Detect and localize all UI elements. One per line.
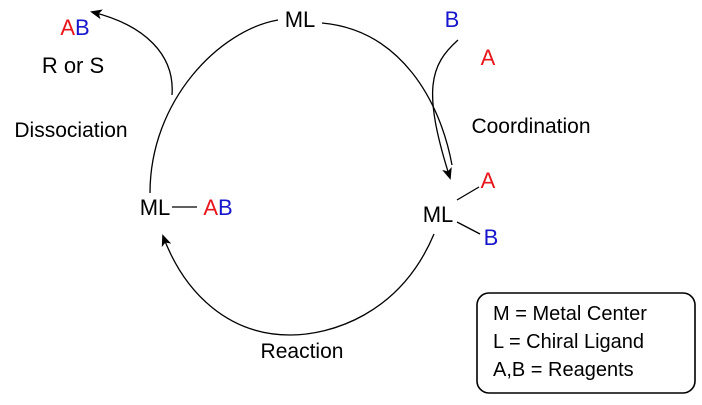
- catalyst-label-bound: ML: [140, 195, 171, 220]
- legend-line-metal: M = Metal Center: [493, 303, 647, 325]
- step-label-coordination: Coordination: [471, 115, 590, 138]
- reagent-a-label: A: [481, 45, 496, 70]
- bond-ml-a: [456, 186, 480, 201]
- bond-ml-b: [456, 221, 481, 235]
- cycle-arc-top-right: [321, 22, 453, 166]
- step-label-reaction: Reaction: [261, 340, 344, 363]
- complex-reagent-b: B: [484, 225, 499, 250]
- bound-product-b: B: [218, 195, 233, 220]
- bound-product-a: A: [203, 195, 218, 220]
- product-label: AB: [60, 15, 89, 40]
- legend-line-reagents: A,B = Reagents: [493, 359, 634, 381]
- legend-box: M = Metal Center L = Chiral Ligand A,B =…: [476, 292, 696, 394]
- complex-reagent-a: A: [481, 168, 496, 193]
- cycle-arc-dissociation: [149, 19, 279, 194]
- cycle-arc-reaction: [161, 233, 435, 336]
- catalyst-label-top: ML: [285, 7, 316, 32]
- catalyst-label-coordinated: ML: [423, 202, 454, 227]
- bound-product-label: AB: [203, 195, 232, 220]
- reagent-b-label: B: [445, 7, 460, 32]
- product-a: A: [60, 15, 75, 40]
- step-label-dissociation: Dissociation: [14, 119, 127, 142]
- product-b: B: [75, 15, 90, 40]
- coordination-arrow: [432, 39, 459, 180]
- dissociation-arrow: [90, 9, 173, 96]
- product-stereo-label: R or S: [42, 53, 104, 78]
- legend-line-ligand: L = Chiral Ligand: [493, 331, 644, 353]
